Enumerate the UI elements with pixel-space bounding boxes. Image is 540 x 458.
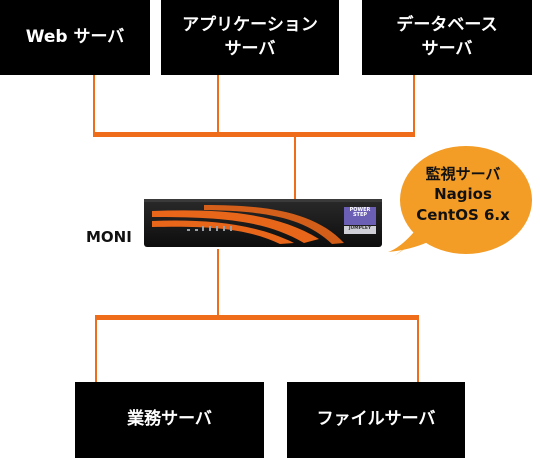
business-server-box: 業務サーバ [75,382,264,458]
callout-line-2: Nagios [434,185,492,204]
application-server-box: アプリケーション サーバ [161,0,339,75]
bottom-bus-line [95,315,419,320]
device-top-connector [294,137,296,199]
device-badge-text: POWER STEP [349,207,371,219]
device-badge-plate [344,226,376,234]
device-stripe-2 [152,220,294,244]
application-server-label-line2: サーバ [224,38,276,59]
database-server-label-line1: データベース [396,14,498,35]
web-server-label: Web サーバ [25,26,125,47]
file-server-label: ファイルサーバ [316,409,436,430]
callout-bubble [388,146,532,256]
callout-line-1: 監視サーバ [425,165,501,183]
device-name-label: MONI [86,228,132,246]
file-server-connector [417,320,419,382]
device-stripe-3 [204,205,344,244]
application-server-label-line1: アプリケーション [182,14,318,35]
database-server-label-line2: サーバ [421,38,473,59]
file-server-box: ファイルサーバ [287,382,465,458]
application-server-connector [217,75,219,137]
device-bottom-connector [217,249,219,319]
device-stripe-1 [152,210,319,243]
database-server-box: データベース サーバ [362,0,532,75]
moni-device-image [144,199,382,247]
device-badge-plate-text: JUMPLEY [348,226,372,231]
device-badge [344,207,376,225]
callout-line-3: CentOS 6.x [416,205,510,224]
web-server-box: Web サーバ [0,0,150,75]
top-bus-line [93,132,415,137]
callout-tail [388,232,428,252]
business-server-connector [95,320,97,382]
database-server-connector [413,75,415,137]
callout-text: 監視サーバ Nagios CentOS 6.x [396,164,530,225]
web-server-connector [93,75,95,137]
device-led-indicators [187,226,232,231]
business-server-label: 業務サーバ [127,409,212,430]
